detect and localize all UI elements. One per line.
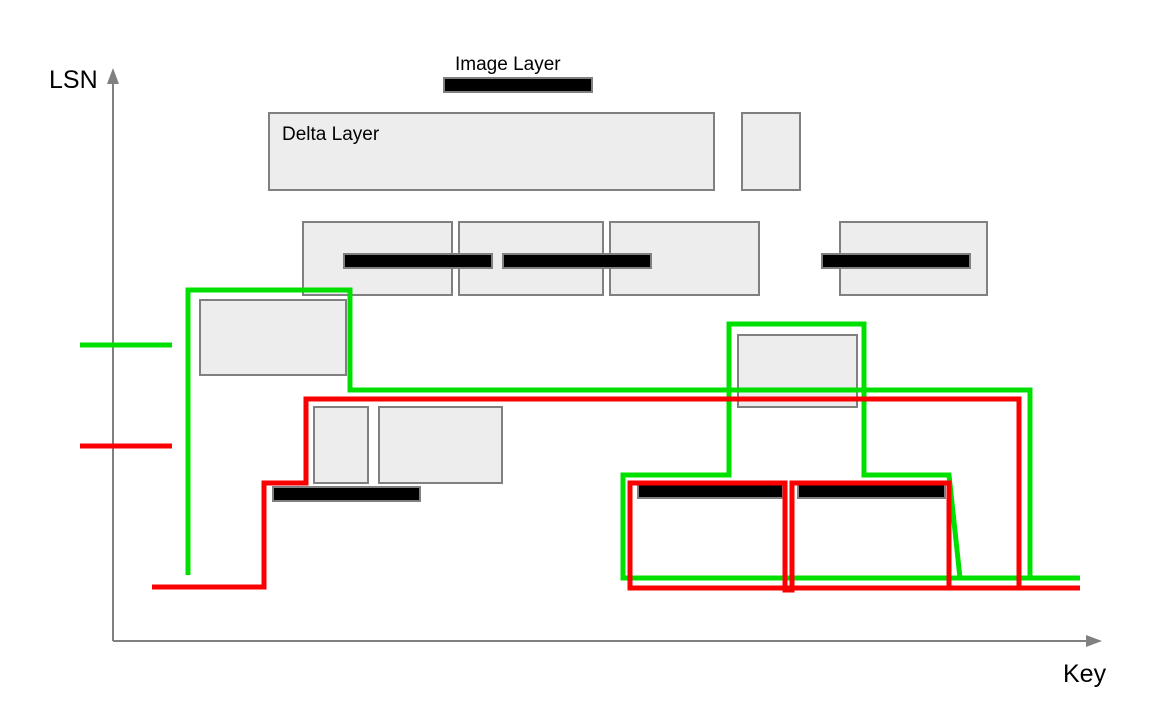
delta-layer-main[interactable] bbox=[268, 112, 715, 191]
x-axis-label: Key bbox=[1063, 660, 1107, 688]
y-axis-arrowhead bbox=[107, 68, 119, 84]
delta-layer-label: Delta Layer bbox=[282, 124, 380, 145]
delta-layer-red-b[interactable] bbox=[378, 406, 503, 484]
image-layer-bottom-b[interactable] bbox=[797, 483, 946, 499]
delta-layer-green-right[interactable] bbox=[737, 334, 858, 408]
lsn-tick-group bbox=[80, 342, 172, 449]
image-layer-row2-group bbox=[343, 253, 971, 269]
image-layer-row2-b[interactable] bbox=[502, 253, 652, 269]
image-layer-label: Image Layer bbox=[455, 54, 561, 75]
image-layer-bottom-a[interactable] bbox=[637, 483, 784, 499]
delta-layer-top-right[interactable] bbox=[741, 112, 801, 191]
green-step-line bbox=[185, 287, 1080, 581]
delta-layer-red-a[interactable] bbox=[313, 406, 369, 484]
axis-group bbox=[107, 68, 1102, 647]
delta-layer-group bbox=[199, 112, 988, 484]
image-layer-row2-c[interactable] bbox=[821, 253, 971, 269]
image-layer-lower-group bbox=[272, 483, 946, 502]
image-layer-row2-a[interactable] bbox=[343, 253, 493, 269]
red-step-line bbox=[152, 396, 1080, 593]
y-axis-label: LSN bbox=[49, 66, 98, 94]
x-axis-arrowhead bbox=[1086, 635, 1102, 647]
image-layer-top[interactable] bbox=[443, 77, 593, 93]
image-layer-mid[interactable] bbox=[272, 486, 421, 502]
delta-layer-green-left[interactable] bbox=[199, 299, 347, 376]
